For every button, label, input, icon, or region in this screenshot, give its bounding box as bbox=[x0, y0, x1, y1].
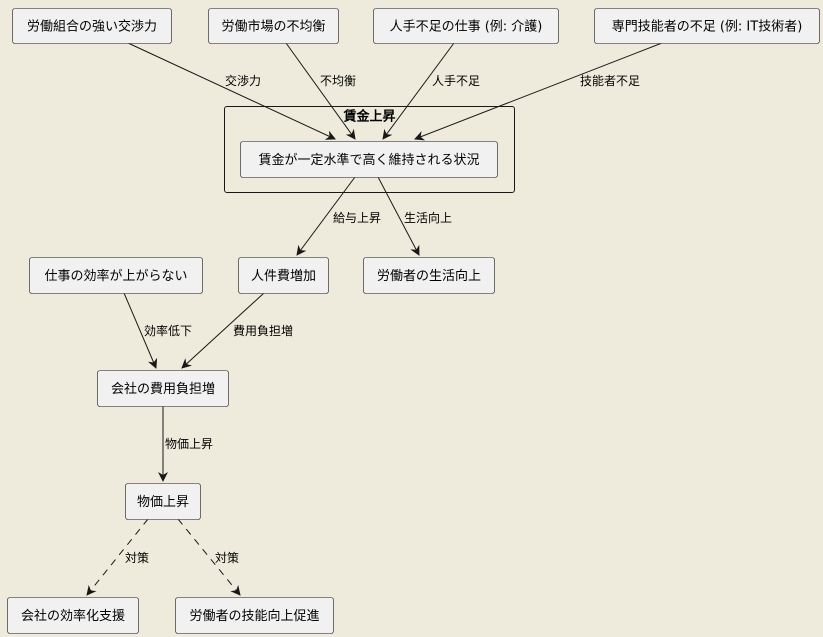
node-box bbox=[175, 597, 334, 634]
edge-label: 対策 bbox=[215, 551, 239, 565]
cluster-frame bbox=[224, 106, 515, 193]
node-label: 労働者の技能向上促進 bbox=[189, 608, 319, 624]
cluster-wage-rise: 賃金上昇 bbox=[224, 106, 515, 193]
node-box bbox=[594, 8, 820, 44]
node-box bbox=[373, 8, 559, 44]
edge-arrow bbox=[382, 42, 455, 140]
edge-label: 生活向上 bbox=[404, 210, 452, 225]
node-living[interactable]: 労働者の生活向上 bbox=[363, 257, 495, 294]
node-box bbox=[125, 483, 201, 520]
edge-price-rise-to-efficiency-support: 対策 bbox=[86, 518, 149, 596]
edge-arrow bbox=[181, 292, 265, 369]
edge-arrow bbox=[377, 176, 420, 256]
node-label: 専門技能者の不足 (例: IT技術者) bbox=[612, 20, 803, 35]
node-price-rise[interactable]: 物価上昇 bbox=[125, 483, 201, 520]
node-label: 人件費増加 bbox=[251, 269, 316, 284]
node-box bbox=[97, 370, 229, 407]
edge-skill-shortage-to-high-wage: 技能者不足 bbox=[414, 42, 663, 141]
node-inefficiency[interactable]: 仕事の効率が上がらない bbox=[29, 257, 203, 294]
node-box bbox=[363, 257, 495, 294]
edge-inefficiency-to-company-burden: 効率低下 bbox=[123, 292, 192, 369]
edge-company-burden-to-price-rise: 物価上昇 bbox=[158, 406, 213, 482]
edge-high-wage-to-living: 生活向上 bbox=[377, 176, 452, 256]
node-label: 賃金が一定水準で高く維持される状況 bbox=[258, 152, 479, 168]
node-high-wage[interactable]: 賃金が一定水準で高く維持される状況 bbox=[240, 141, 498, 178]
edge-label: 物価上昇 bbox=[165, 437, 213, 451]
edge-labor-shortage-to-high-wage: 人手不足 bbox=[382, 42, 480, 140]
edge-arrow bbox=[177, 518, 241, 596]
node-union[interactable]: 労働組合の強い交渉力 bbox=[12, 8, 172, 44]
cluster-title: 賃金上昇 bbox=[342, 109, 395, 125]
edge-label: 費用負担増 bbox=[233, 323, 293, 338]
node-label: 労働者の生活向上 bbox=[377, 268, 481, 284]
node-label: 会社の効率化支援 bbox=[21, 608, 125, 624]
node-box bbox=[12, 8, 172, 44]
edge-imbalance-to-high-wage: 不均衡 bbox=[285, 42, 356, 140]
edge-label: 対策 bbox=[125, 551, 149, 565]
node-box bbox=[29, 257, 203, 294]
node-company-burden[interactable]: 会社の費用負担増 bbox=[97, 370, 229, 407]
node-label: 仕事の効率が上がらない bbox=[44, 268, 187, 284]
edge-labor-cost-to-company-burden: 費用負担増 bbox=[181, 292, 293, 369]
edge-arrow bbox=[414, 42, 663, 141]
edge-union-to-high-wage: 交渉力 bbox=[127, 42, 336, 140]
node-box bbox=[238, 257, 329, 294]
edge-arrow bbox=[86, 518, 149, 596]
edge-label: 不均衡 bbox=[320, 74, 356, 88]
node-box bbox=[7, 597, 139, 634]
node-label: 労働市場の不均衡 bbox=[221, 19, 325, 35]
edge-arrow bbox=[123, 292, 158, 369]
edge-label: 人手不足 bbox=[432, 74, 480, 88]
node-skill-promotion[interactable]: 労働者の技能向上促進 bbox=[175, 597, 334, 634]
node-box bbox=[208, 8, 339, 44]
node-label: 会社の費用負担増 bbox=[111, 381, 215, 397]
edge-label: 技能者不足 bbox=[580, 74, 640, 88]
node-label: 物価上昇 bbox=[137, 495, 189, 510]
edge-arrow bbox=[127, 42, 336, 140]
edge-arrow bbox=[296, 176, 356, 256]
node-labor-cost[interactable]: 人件費増加 bbox=[238, 257, 329, 294]
edge-label: 給与上昇 bbox=[333, 211, 381, 225]
node-efficiency-support[interactable]: 会社の効率化支援 bbox=[7, 597, 139, 634]
node-labor-shortage[interactable]: 人手不足の仕事 (例: 介護) bbox=[373, 8, 559, 44]
edge-label: 効率低下 bbox=[144, 323, 192, 338]
edge-high-wage-to-labor-cost: 給与上昇 bbox=[296, 176, 381, 256]
node-imbalance[interactable]: 労働市場の不均衡 bbox=[208, 8, 339, 44]
node-label: 労働組合の強い交渉力 bbox=[27, 19, 157, 35]
edge-price-rise-to-skill-promotion: 対策 bbox=[177, 518, 241, 596]
edge-label: 交渉力 bbox=[225, 73, 261, 88]
edge-arrow bbox=[285, 42, 356, 140]
node-skill-shortage[interactable]: 専門技能者の不足 (例: IT技術者) bbox=[594, 8, 820, 44]
node-label: 人手不足の仕事 (例: 介護) bbox=[390, 19, 543, 35]
node-box bbox=[240, 141, 498, 178]
